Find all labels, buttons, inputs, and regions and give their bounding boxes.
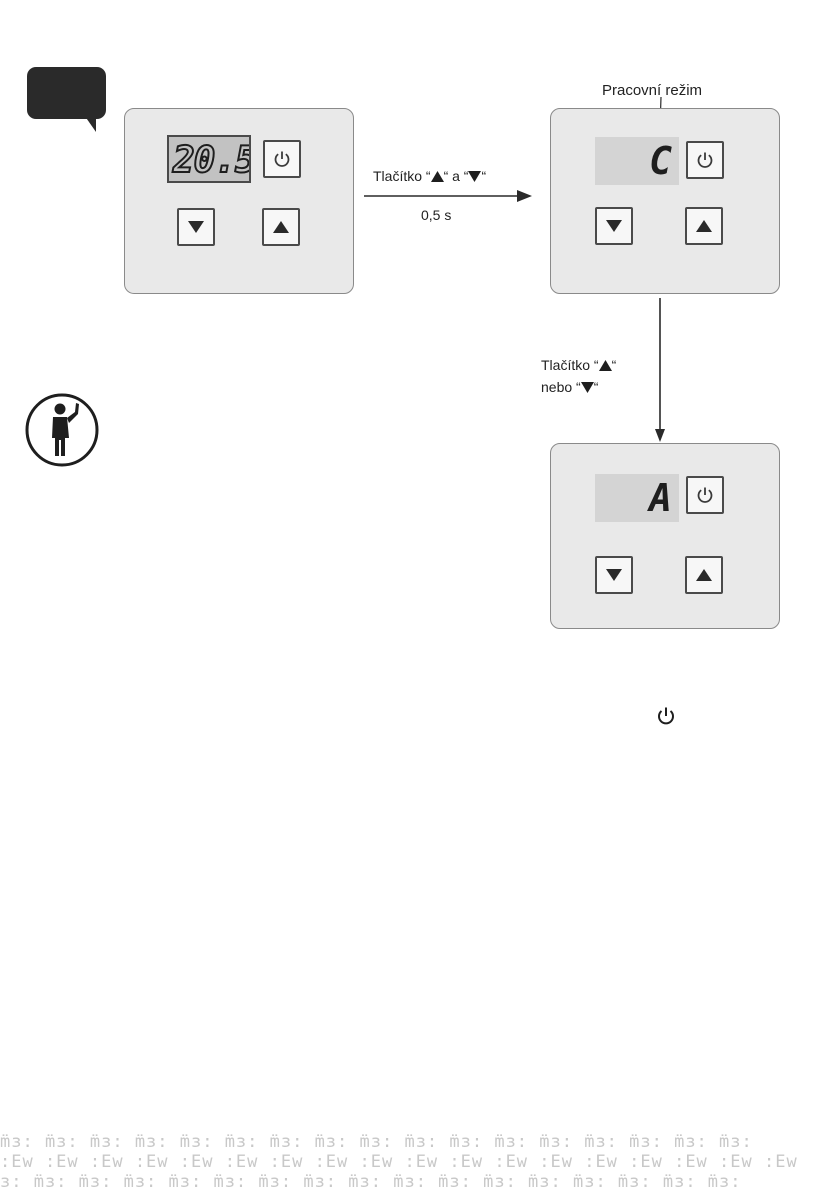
- watermark-pattern: m̈з: m̈з: m̈з: m̈з: m̈з: m̈з: m̈з: m̈з: …: [0, 1132, 840, 1192]
- triangle-up-icon: [598, 360, 612, 371]
- power-button[interactable]: [686, 476, 724, 514]
- arrow-down-label-line2: nebo “ “: [541, 378, 598, 396]
- watermark-row: :Ew :Ew :Ew :Ew :Ew :Ew :Ew :Ew :Ew :Ew …: [0, 1152, 798, 1172]
- power-icon: [274, 151, 290, 167]
- label-prefix: Tlačítko “: [541, 357, 599, 373]
- label-suffix: “: [611, 357, 617, 373]
- triangle-down-icon: [580, 382, 594, 393]
- power-button[interactable]: [263, 140, 301, 178]
- up-button[interactable]: [685, 207, 723, 245]
- thermostat-panel-auto: A: [550, 443, 780, 629]
- triangle-up-icon: [430, 171, 444, 182]
- watermark-row: з: m̈з: m̈з: m̈з: m̈з: m̈з: m̈з: m̈з: m̈…: [0, 1172, 742, 1192]
- thermostat-panel-mode: C: [550, 108, 780, 294]
- mode-label: Pracovní režim: [602, 82, 703, 99]
- person-icon: [25, 393, 99, 467]
- triangle-down-icon: [188, 221, 204, 233]
- triangle-down-icon: [468, 171, 482, 182]
- triangle-up-icon: [696, 569, 712, 581]
- down-button[interactable]: [595, 556, 633, 594]
- label-suffix: “: [593, 379, 599, 395]
- thermostat-panel-initial: 20.5: [124, 108, 354, 294]
- triangle-down-icon: [606, 569, 622, 581]
- temperature-display: 20.5: [167, 135, 251, 183]
- down-button[interactable]: [177, 208, 215, 246]
- arrow-right-label: Tlačítko “ “ a “ “: [373, 167, 486, 185]
- up-button[interactable]: [262, 208, 300, 246]
- power-icon: [697, 487, 713, 503]
- display-value: C: [649, 139, 672, 183]
- display-value: A: [649, 476, 672, 520]
- label-suffix: “: [481, 168, 487, 184]
- display-value: 20.5: [172, 139, 251, 181]
- triangle-up-icon: [696, 220, 712, 232]
- mode-display: A: [595, 474, 679, 522]
- label-middle: “ a “: [443, 168, 469, 184]
- mode-display: C: [595, 137, 679, 185]
- duration-label: 0,5 s: [421, 207, 452, 223]
- label-prefix: Tlačítko “: [373, 168, 431, 184]
- power-icon: [658, 707, 674, 725]
- up-button[interactable]: [685, 556, 723, 594]
- down-button[interactable]: [595, 207, 633, 245]
- label-prefix: nebo “: [541, 379, 581, 395]
- power-button[interactable]: [686, 141, 724, 179]
- watermark-row: m̈з: m̈з: m̈з: m̈з: m̈з: m̈з: m̈з: m̈з: …: [0, 1132, 753, 1152]
- power-icon: [697, 152, 713, 168]
- arrow-down: [655, 298, 665, 442]
- triangle-up-icon: [273, 221, 289, 233]
- arrow-right: [364, 190, 532, 202]
- arrow-down-label-line1: Tlačítko “ “: [541, 356, 616, 374]
- triangle-down-icon: [606, 220, 622, 232]
